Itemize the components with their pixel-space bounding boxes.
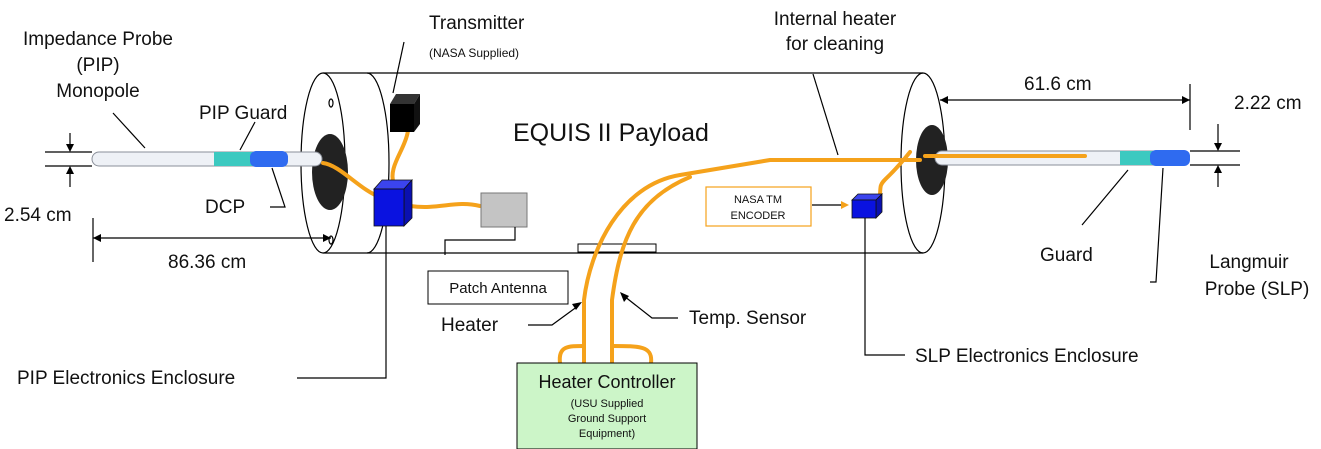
impedance-probe-label-3: Monopole <box>56 81 139 102</box>
heater-controller-box <box>516 362 698 449</box>
transmitter-label: Transmitter <box>429 13 525 34</box>
leader-lines <box>112 41 1164 379</box>
langmuir-probe-label-2: Probe (SLP) <box>1205 279 1310 300</box>
langmuir-band <box>1150 150 1190 166</box>
impedance-probe-label-2: (PIP) <box>76 55 119 76</box>
impedance-probe-label-1: Impedance Probe <box>23 29 173 50</box>
pip-electronics-label: PIP Electronics Enclosure <box>17 368 235 389</box>
slp-electronics-label: SLP Electronics Enclosure <box>915 346 1139 367</box>
pip-guard-band <box>214 152 256 166</box>
internal-heater-label-1: Internal heater <box>774 9 897 30</box>
nasa-supplied-label: (NASA Supplied) <box>429 46 519 60</box>
payload-title: EQUIS II Payload <box>513 119 709 147</box>
dcp-label: DCP <box>205 197 245 218</box>
patch-antenna-label: Patch Antenna <box>449 280 547 297</box>
heater-controller-sub-2: Ground Support <box>568 413 646 425</box>
pip-electronics-box <box>373 178 413 227</box>
nasa-tm-encoder-box <box>705 186 812 227</box>
temp-sensor-label: Temp. Sensor <box>689 308 807 329</box>
patch-antenna-label-box <box>427 270 569 305</box>
nasa-tm-encoder-label-1: NASA TM <box>734 194 782 206</box>
patch-antenna-box <box>480 192 528 228</box>
right-bulkhead <box>916 125 948 195</box>
pip-probe <box>91 151 323 167</box>
dim-222-label: 2.22 cm <box>1234 93 1302 114</box>
pip-guard-label: PIP Guard <box>199 103 287 124</box>
langmuir-probe-label-1: Langmuir <box>1209 252 1289 273</box>
heater-controller-sub-3: Equipment) <box>579 428 635 440</box>
heater-label: Heater <box>441 315 499 336</box>
heater-controller-label: Heater Controller <box>538 372 675 392</box>
dim-8636-label: 86.36 cm <box>168 252 246 273</box>
slp-guard-band <box>1120 151 1158 165</box>
internal-heater-label-2: for cleaning <box>786 34 884 55</box>
guard-label: Guard <box>1040 245 1093 266</box>
slp-electronics-box <box>851 193 883 219</box>
dim-254-label: 2.54 cm <box>4 205 72 226</box>
dcp-band <box>250 151 288 167</box>
dim-616-label: 61.6 cm <box>1024 74 1092 95</box>
temp-sensor-plate <box>577 243 657 253</box>
cables <box>321 108 1087 365</box>
nasa-tm-encoder-label-2: ENCODER <box>730 210 785 222</box>
dimension-lines <box>45 84 1240 262</box>
left-bulkhead <box>312 134 348 210</box>
heater-controller-sub-1: (USU Supplied <box>571 398 644 410</box>
transmitter-box <box>390 94 420 132</box>
